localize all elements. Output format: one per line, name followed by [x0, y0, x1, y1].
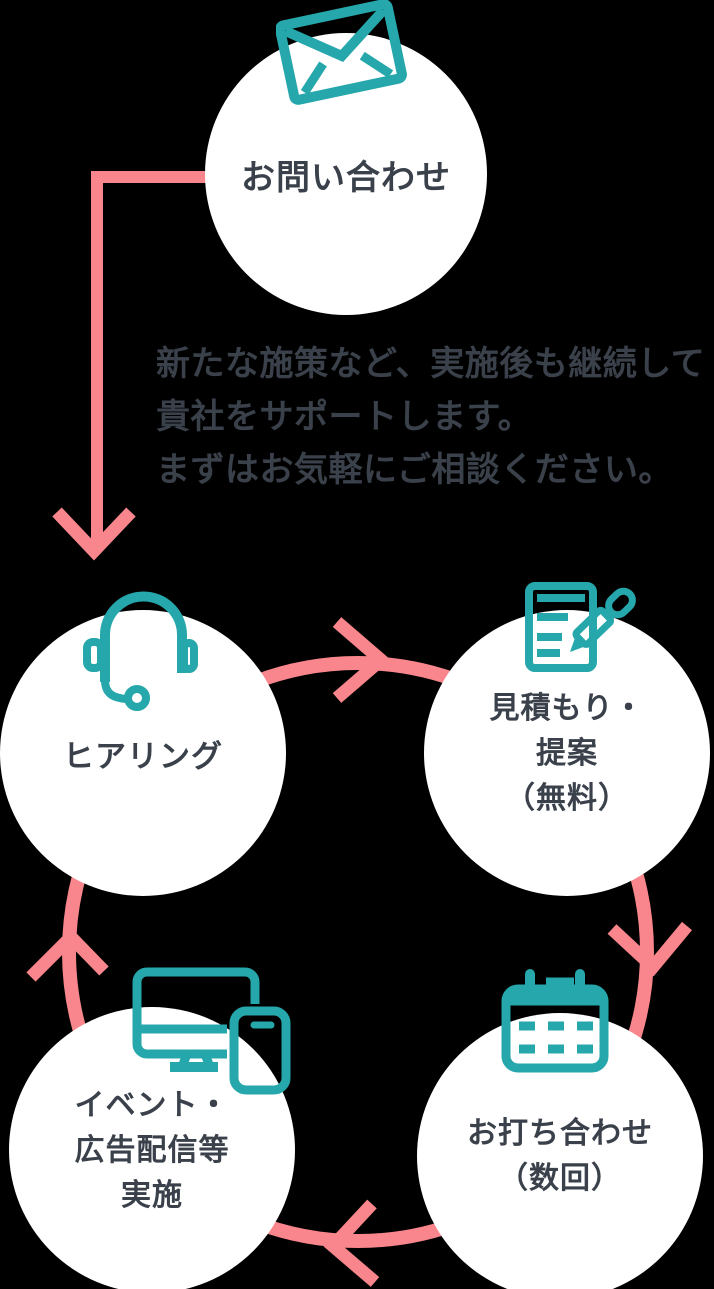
meeting-label: お打ち合わせ （数回）: [467, 1111, 653, 1201]
step-circle-hearing: ヒアリング: [0, 591, 286, 896]
step-circle-event: イベント・ 広告配信等 実施: [9, 967, 295, 1289]
meeting-label-line-2: （数回）: [498, 1161, 622, 1196]
step-circle-inquiry: お問い合わせ: [205, 0, 487, 315]
arrow-left-icon: [323, 1199, 380, 1287]
envelope-icon: [276, 0, 407, 105]
devices-icon: [132, 967, 291, 1095]
estimate-label-line-1: 見積もり・: [489, 690, 645, 726]
hearing-label: ヒアリング: [63, 731, 223, 776]
event-label-line-2: 広告配信等: [74, 1132, 230, 1168]
smartphone-shape: [229, 1006, 291, 1095]
arrow-down-icon: [607, 921, 693, 977]
description-line-1: 新たな施策など、実施後も継続して: [156, 344, 706, 384]
support-description: 新たな施策など、実施後も継続して 貴社をサポートします。 まずはお気軽にご相談く…: [156, 338, 712, 497]
inquiry-label-text: お問い合わせ: [241, 157, 451, 198]
event-label: イベント・ 広告配信等 実施: [75, 1083, 230, 1218]
step-circle-estimate: 見積もり・ 提案 （無料）: [424, 582, 710, 896]
headset-icon: [83, 591, 198, 711]
event-label-line-3: 実施: [121, 1177, 183, 1213]
arrow-right-icon: [332, 617, 391, 703]
calendar-icon: [501, 969, 609, 1073]
estimate-label: 見積もり・ 提案 （無料）: [490, 686, 645, 821]
arrow-down-connector-icon: [52, 507, 136, 561]
hearing-label-line-1: ヒアリング: [63, 738, 223, 775]
event-label-line-1: イベント・: [74, 1087, 230, 1123]
inquiry-label: お問い合わせ: [241, 150, 451, 199]
description-line-2: 貴社をサポートします。: [156, 397, 533, 437]
estimate-label-line-3: （無料）: [505, 780, 629, 816]
description-line-3: まずはお気軽にご相談ください。: [156, 450, 673, 490]
arrow-up-icon: [26, 927, 109, 982]
estimate-label-line-2: 提案: [536, 735, 598, 771]
document-pencil-icon: [525, 582, 636, 672]
step-circle-meeting: お打ち合わせ （数回）: [417, 969, 703, 1289]
meeting-label-line-1: お打ち合わせ: [467, 1116, 653, 1151]
